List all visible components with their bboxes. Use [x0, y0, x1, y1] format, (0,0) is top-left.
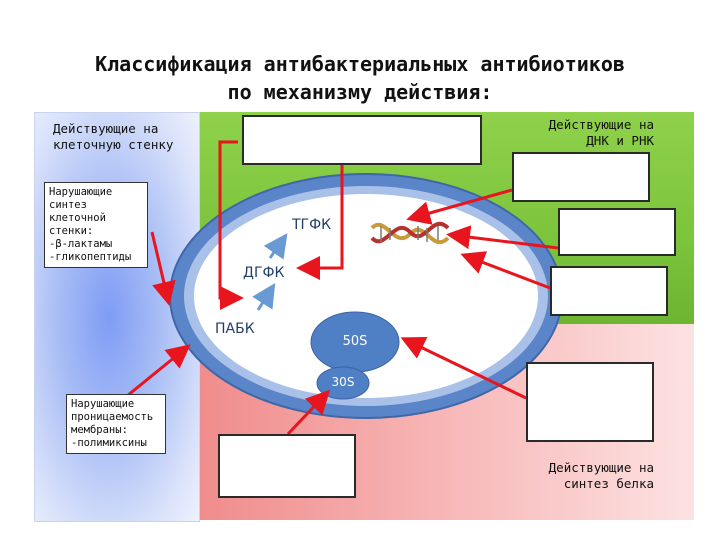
protein-category-label: Действующие на синтез белка — [510, 460, 654, 492]
cell-wall-box-line: -β-лактамы — [49, 238, 113, 250]
ribosome-30s-label: 30S — [331, 375, 355, 389]
title-line-1: Классификация антибактериальных антибиот… — [95, 52, 625, 76]
empty-box-dna-2 — [558, 208, 676, 256]
dgfk-label: ДГФК — [243, 265, 285, 281]
membrane-box-line: проницаемость — [71, 411, 154, 423]
pabk-label: ПАБК — [215, 321, 255, 337]
protein-50s-arrow — [400, 337, 527, 400]
empty-box-dna-1 — [512, 152, 650, 202]
dna-rna-category-label: Действующие на ДНК и РНК — [520, 117, 654, 149]
pabk-to-dgfk-arrow — [252, 282, 276, 311]
dna-arrow-bottom — [460, 251, 551, 290]
membrane-box-line: мембраны: — [71, 424, 128, 436]
tgfk-label: ТГФК — [292, 217, 332, 233]
ribosome-50s-label: 50S — [342, 334, 368, 349]
cell-wall-synthesis-arrow — [150, 231, 176, 306]
empty-box-protein-left — [218, 434, 356, 498]
cell-wall-label-line-2: клеточную стенку — [53, 137, 174, 152]
protein-label-line-2: синтез белка — [563, 476, 654, 491]
dna-rna-label-line-1: Действующие на — [548, 117, 654, 132]
page-title: Классификация антибактериальных антибиот… — [0, 50, 720, 106]
cell-wall-box-line: -гликопептиды — [49, 251, 132, 263]
cell-wall-category-label: Действующие на клеточную стенку — [53, 121, 173, 153]
dna-arrow-middle — [446, 225, 559, 250]
protein-30s-arrow — [286, 389, 331, 436]
cell-wall-box-line: клеточной — [49, 212, 106, 224]
cell-wall-box-line: Нарушающие — [49, 186, 113, 198]
dna-rna-label-line-2: ДНК и РНК — [586, 133, 654, 148]
membrane-arrow — [121, 344, 191, 402]
dna-arrow-top — [406, 188, 513, 225]
title-line-2: по механизму действия: — [227, 80, 493, 104]
dgfk-to-tgfk-arrow — [263, 233, 288, 260]
membrane-permeability-box: Нарушающие проницаемость мембраны: -поли… — [66, 394, 166, 454]
empty-box-protein-right — [526, 362, 654, 442]
membrane-box-line: -полимиксины — [71, 437, 147, 449]
dna-helix-icon — [370, 221, 450, 245]
empty-box-dna-3 — [550, 266, 668, 316]
cell-wall-box-line: синтез — [49, 199, 87, 211]
cell-wall-label-line-1: Действующие на — [53, 121, 159, 136]
inhibitor-arrow-pabk — [218, 140, 244, 310]
cell-wall-synthesis-box: Нарушающие синтез клеточной стенки: -β-л… — [44, 182, 148, 268]
membrane-box-line: Нарушающие — [71, 398, 135, 410]
empty-box-top — [242, 115, 482, 165]
protein-label-line-1: Действующие на — [548, 460, 654, 475]
cell-wall-box-line: стенки: — [49, 225, 94, 237]
